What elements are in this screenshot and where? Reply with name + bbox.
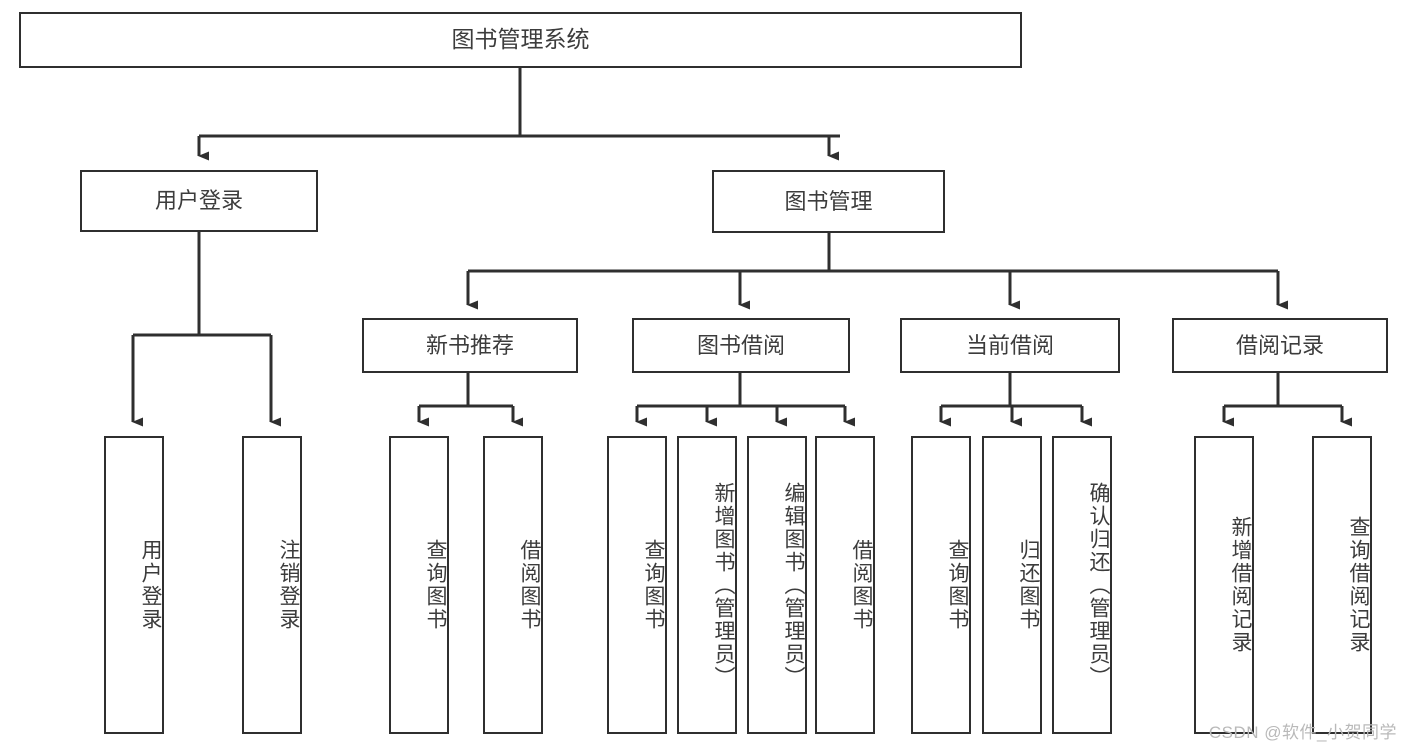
- node-label: 新增借阅记录: [1229, 516, 1252, 654]
- node-book-borrow[interactable]: 图书借阅: [632, 318, 850, 373]
- watermark-text: CSDN @软件_小贺同学: [1208, 723, 1397, 742]
- node-label: 图书管理系统: [451, 26, 590, 53]
- node-user-login[interactable]: 用户登录: [80, 170, 318, 232]
- node-root-book-management-system[interactable]: 图书管理系统: [19, 12, 1022, 68]
- leaf-book-borrow-borrow-book[interactable]: 借阅图书: [815, 436, 875, 734]
- node-label: 查询借阅记录: [1347, 516, 1370, 654]
- leaf-book-borrow-add-book-admin[interactable]: 新增图书（管理员）: [677, 436, 737, 734]
- leaf-current-borrow-return-book[interactable]: 归还图书: [982, 436, 1042, 734]
- node-label: 新增图书（管理员）: [712, 481, 735, 689]
- node-book-management[interactable]: 图书管理: [712, 170, 945, 233]
- node-label: 查询图书: [642, 539, 665, 631]
- leaf-user-login-login[interactable]: 用户登录: [104, 436, 164, 734]
- leaf-current-borrow-query-book[interactable]: 查询图书: [911, 436, 971, 734]
- leaf-borrow-record-add-record[interactable]: 新增借阅记录: [1194, 436, 1254, 734]
- node-label: 借阅图书: [518, 539, 541, 631]
- node-label: 确认归还（管理员）: [1087, 481, 1110, 689]
- node-borrow-record[interactable]: 借阅记录: [1172, 318, 1388, 373]
- node-label: 借阅图书: [850, 539, 873, 631]
- leaf-new-book-query-book[interactable]: 查询图书: [389, 436, 449, 734]
- node-label: 借阅记录: [1235, 332, 1324, 358]
- node-current-borrow[interactable]: 当前借阅: [900, 318, 1120, 373]
- node-label: 归还图书: [1017, 539, 1040, 631]
- node-label: 用户登录: [139, 539, 162, 631]
- node-label: 查询图书: [946, 539, 969, 631]
- leaf-book-borrow-query-book[interactable]: 查询图书: [607, 436, 667, 734]
- leaf-borrow-record-query-record[interactable]: 查询借阅记录: [1312, 436, 1372, 734]
- node-label: 编辑图书（管理员）: [782, 481, 805, 689]
- node-label: 新书推荐: [425, 332, 514, 358]
- node-label: 图书管理: [784, 188, 873, 214]
- node-label: 用户登录: [154, 188, 243, 214]
- node-label: 图书借阅: [696, 332, 785, 358]
- node-label: 注销登录: [277, 539, 300, 631]
- node-new-book-recommend[interactable]: 新书推荐: [362, 318, 578, 373]
- leaf-book-borrow-edit-book-admin[interactable]: 编辑图书（管理员）: [747, 436, 807, 734]
- leaf-user-login-logout[interactable]: 注销登录: [242, 436, 302, 734]
- leaf-new-book-borrow-book[interactable]: 借阅图书: [483, 436, 543, 734]
- leaf-current-borrow-confirm-return-admin[interactable]: 确认归还（管理员）: [1052, 436, 1112, 734]
- node-label: 查询图书: [424, 539, 447, 631]
- node-label: 当前借阅: [965, 332, 1054, 358]
